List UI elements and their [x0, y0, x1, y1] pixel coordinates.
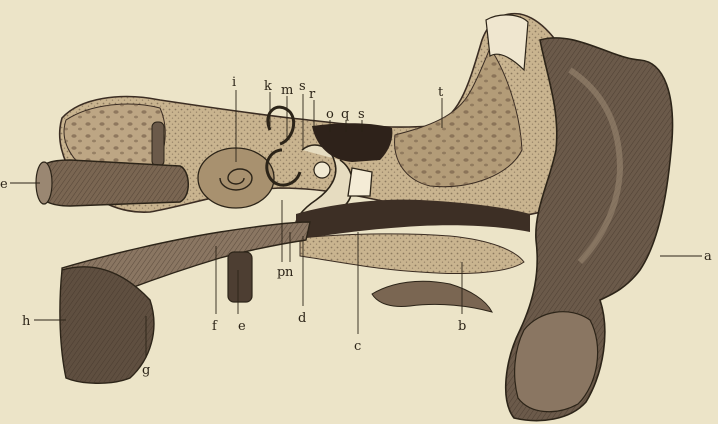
- label-s-upper: s: [299, 79, 306, 94]
- vessel-stub: [228, 252, 252, 302]
- label-i: i: [232, 75, 236, 90]
- label-g: g: [142, 363, 150, 378]
- label-e-left: e: [0, 177, 8, 192]
- label-p: p: [277, 265, 285, 280]
- label-c: c: [354, 339, 361, 354]
- tympanic-membrane: [348, 168, 372, 196]
- label-t: t: [438, 85, 444, 100]
- label-b: b: [458, 319, 466, 334]
- label-n: n: [285, 265, 294, 280]
- stapes-head: [314, 162, 330, 178]
- internal-auditory-canal-shade: [40, 160, 188, 206]
- bony-canal-peg: [152, 122, 164, 166]
- label-h: h: [22, 314, 31, 329]
- label-s-right: s: [358, 107, 365, 122]
- label-q: q: [341, 107, 349, 122]
- label-m: m: [281, 83, 293, 98]
- label-o: o: [326, 107, 334, 122]
- label-k: k: [264, 79, 272, 94]
- label-a: a: [704, 249, 712, 264]
- label-e-lower: e: [238, 319, 246, 334]
- label-d: d: [298, 311, 306, 326]
- label-r: r: [309, 87, 316, 102]
